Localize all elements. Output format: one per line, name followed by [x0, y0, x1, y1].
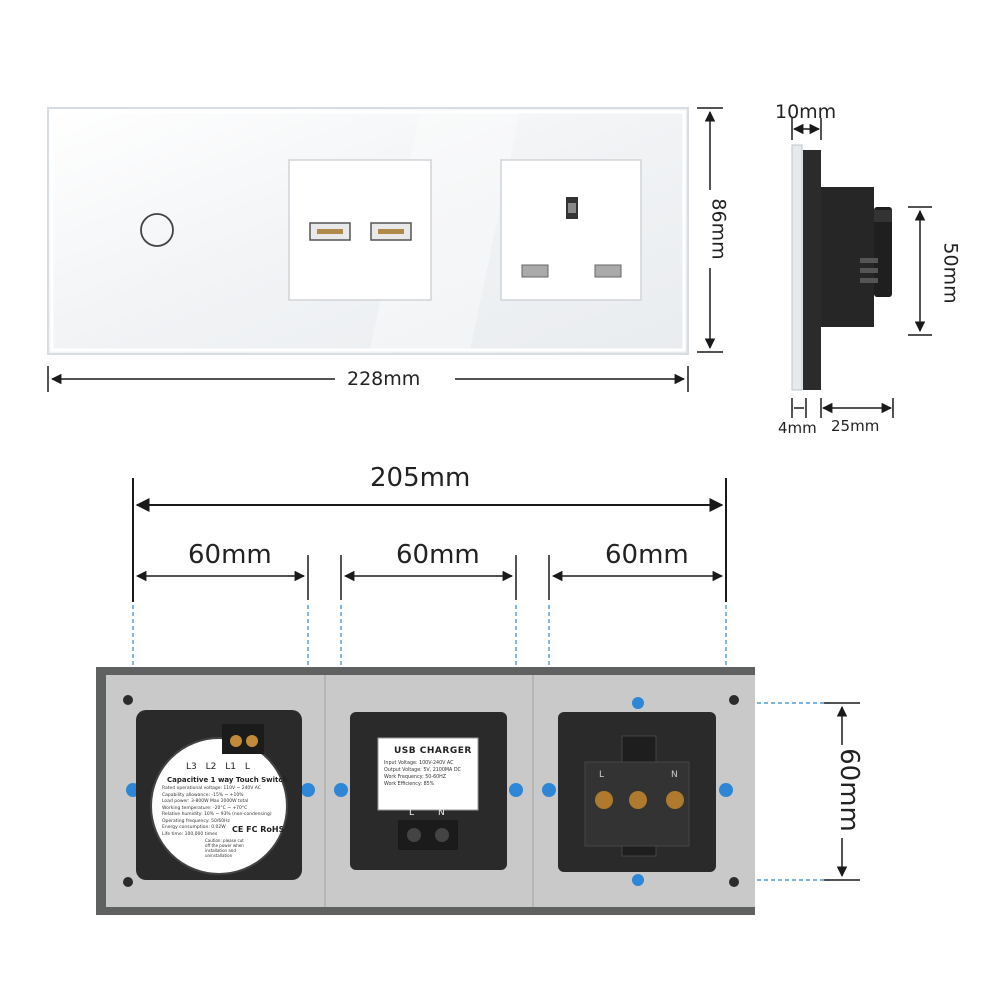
side-glass — [791, 144, 803, 391]
usb-label-sticker — [377, 737, 479, 811]
switch-title: Capacitive 1 way Touch Switch — [167, 776, 288, 784]
module-width-label-1: 60mm — [188, 540, 272, 570]
socket-terminal-n: N — [671, 770, 678, 780]
side-frame — [803, 150, 821, 390]
terminal-screw-icon — [666, 791, 684, 809]
terminal-screw-icon — [629, 791, 647, 809]
switch-terminal-labels: L3 L2 L1 L — [186, 762, 250, 772]
side-body — [821, 187, 874, 327]
touch-switch-module — [136, 710, 302, 880]
module-width-label-3: 60mm — [605, 540, 689, 570]
usb-terminal-l: L — [409, 808, 415, 818]
usb-terminal-n: N — [438, 808, 445, 818]
caution-text: Caution: please cut off the power when i… — [205, 838, 244, 858]
depth-label: 50mm — [939, 242, 962, 304]
terminal-screw-icon — [595, 791, 613, 809]
module-width-label-2: 60mm — [396, 540, 480, 570]
uk-socket-outlet — [500, 159, 642, 301]
socket-module — [558, 712, 716, 872]
front-panel — [47, 107, 723, 392]
side-view — [791, 118, 932, 418]
total-width-label: 205mm — [370, 463, 471, 493]
socket-terminal-l: L — [599, 770, 605, 780]
plate-thickness-label: 4mm — [778, 419, 817, 437]
terminal-screw-icon — [246, 735, 258, 747]
glass-thickness-label: 10mm — [775, 101, 837, 123]
certification-marks: CE FC RoHS — [232, 825, 285, 834]
switch-specs: Rated operational voltage: 110V ~ 240V A… — [162, 786, 272, 837]
usb-title: USB CHARGER — [394, 746, 472, 756]
body-depth-label: 25mm — [831, 417, 880, 435]
front-height-label: 86mm — [707, 198, 730, 260]
usb-specs: Input Voltage: 100V-240V AC Output Volta… — [384, 761, 461, 787]
touch-button-icon — [140, 213, 174, 247]
usb-charger-module — [350, 712, 507, 870]
terminal-screw-icon — [230, 735, 242, 747]
terminal-screw-icon — [435, 828, 449, 842]
switch-label-sticker — [150, 737, 288, 875]
live-slot-icon — [521, 264, 549, 278]
front-width-label: 228mm — [347, 368, 421, 390]
usb-outlet — [288, 159, 432, 301]
module-height-label: 60mm — [833, 748, 864, 832]
neutral-slot-icon — [594, 264, 622, 278]
terminal-screw-icon — [407, 828, 421, 842]
